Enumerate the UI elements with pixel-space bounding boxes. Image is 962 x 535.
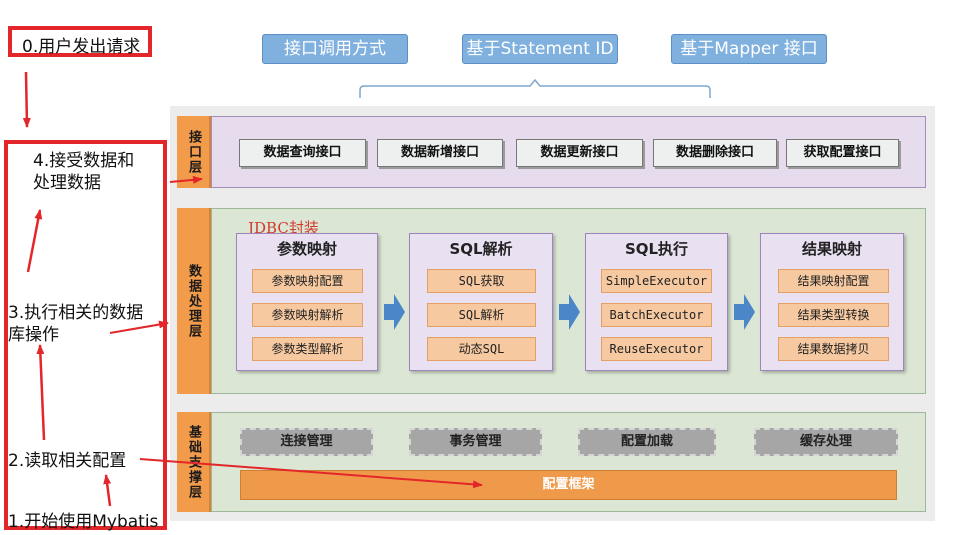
statement-id-label: 基于Statement ID [462,34,618,64]
sql-execute-module: SQL执行 SimpleExecutor BatchExecutor Reuse… [585,233,728,371]
config-to-framework-arrow-icon [139,458,483,489]
read-config-up-arrow-icon [36,344,46,441]
delete-interface: 数据删除接口 [653,139,777,167]
flow-arrow-icon [384,294,405,330]
result-mapping-module: 结果映射 结果映射配置 结果类型转换 结果数据拷贝 [760,233,904,371]
jdbc-note: JDBC封装 [248,219,319,237]
accept-up-arrow-icon [26,209,43,273]
connection-management: 连接管理 [240,428,373,456]
invocation-label: 接口调用方式 [262,34,408,64]
module-item: 参数映射解析 [252,303,363,327]
flow-arrow-icon [734,294,755,330]
param-mapping-module: 参数映射 参数映射配置 参数映射解析 参数类型解析 [236,233,378,371]
update-interface: 数据更新接口 [516,139,643,167]
module-item: SimpleExecutor [601,269,712,293]
module-item: 参数映射配置 [252,269,363,293]
module-title: 参数映射 [276,240,337,258]
step4-to-interface-arrow-icon [169,175,203,184]
step3-label: 3.执行相关的数据 库操作 [8,303,144,345]
transaction-management: 事务管理 [409,428,542,456]
sql-parse-module: SQL解析 SQL获取 SQL解析 动态SQL [409,233,553,371]
module-item: 参数类型解析 [252,337,363,361]
flow-arrow-icon [559,294,580,330]
processing-layer-tag: 数据处理层 [177,208,211,394]
module-item: ReuseExecutor [601,337,712,361]
invocation-brace [359,78,711,98]
module-title: SQL解析 [449,240,513,258]
module-item: 结果类型转换 [778,303,889,327]
module-title: 结果映射 [801,240,862,258]
module-title: SQL执行 [624,240,689,258]
user-request-box: 0.用户发出请求 [8,26,152,57]
request-to-box-arrow-icon [22,71,31,128]
module-item: SQL解析 [427,303,536,327]
insert-interface: 数据新增接口 [377,139,503,167]
module-item: 动态SQL [427,337,536,361]
start-up-arrow-icon [103,474,112,507]
module-item: 结果映射配置 [778,269,889,293]
cache-handling: 缓存处理 [754,428,898,456]
module-item: BatchExecutor [601,303,712,327]
step2-label: 2.读取相关配置 [8,451,127,471]
step3-to-processing-arrow-icon [109,320,169,334]
module-item: 结果数据拷贝 [778,337,889,361]
module-item: SQL获取 [427,269,536,293]
mapper-interface-label: 基于Mapper 接口 [671,34,827,64]
flow-steps-box [4,140,167,530]
config-loading: 配置加载 [578,428,716,456]
step1-label: 1.开始使用Mybatis [8,512,159,532]
step0-label: 0.用户发出请求 [22,37,141,57]
query-interface: 数据查询接口 [239,139,366,167]
step4-label: 4.接受数据和 处理数据 [33,151,135,193]
get-config-interface: 获取配置接口 [786,139,899,167]
